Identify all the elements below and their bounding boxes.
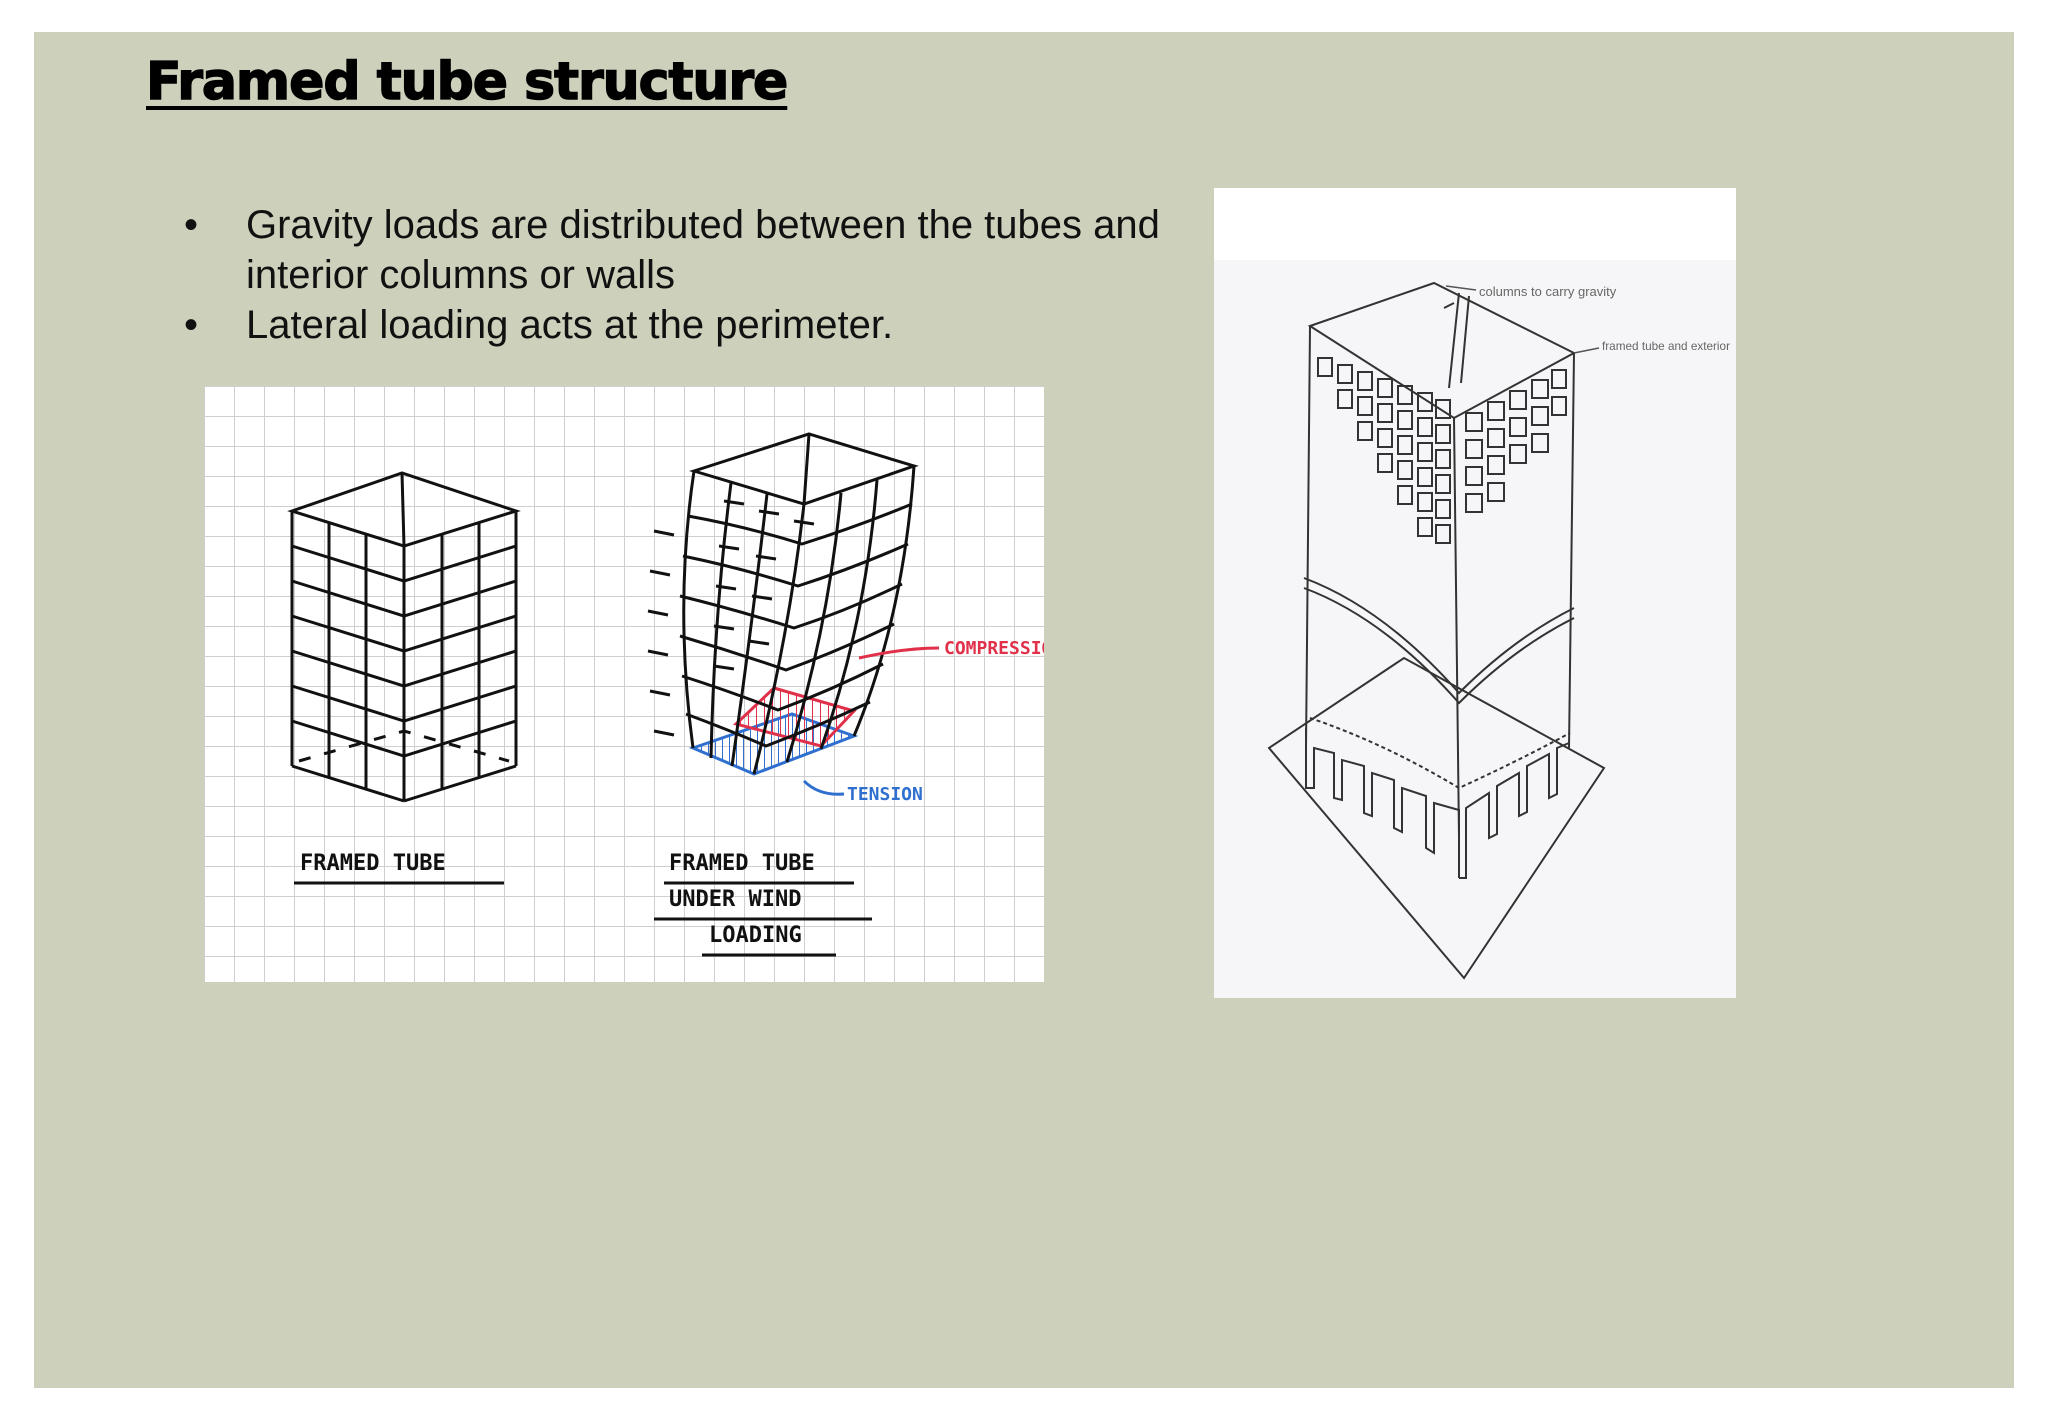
framed-tube-drawing	[287, 471, 521, 803]
bullet-text: Gravity loads are distributed between th…	[246, 203, 1160, 297]
bullet-marker: •	[184, 203, 199, 247]
framed-tube-sketch: COMPRESSION TENSION FRAMED TUBE FRAMED T…	[204, 386, 1044, 982]
slide: Framed tube structure • Gravity loads ar…	[34, 32, 2014, 1388]
tension-label: TENSION	[847, 784, 923, 805]
compression-label: COMPRESSION	[944, 638, 1044, 659]
bullet-text: Lateral loading acts at the perimeter.	[246, 303, 894, 347]
bullet-item: • Gravity loads are distributed between …	[184, 200, 1244, 300]
framed-tube-perspective-figure: columns to carry gravity framed tube and…	[1214, 188, 1736, 998]
bullet-marker: •	[184, 303, 199, 347]
framed-tube-sketch-figure: COMPRESSION TENSION FRAMED TUBE FRAMED T…	[204, 386, 1044, 982]
annotation-columns: columns to carry gravity	[1479, 284, 1617, 299]
bullet-list: • Gravity loads are distributed between …	[184, 200, 1244, 350]
framed-tube-label: FRAMED TUBE	[300, 851, 446, 876]
bullet-item: • Lateral loading acts at the perimeter.	[184, 300, 1244, 350]
slide-title: Framed tube structure	[145, 51, 789, 113]
wind-label-line1: FRAMED TUBE	[669, 851, 815, 876]
framed-tube-wind-drawing	[647, 432, 940, 796]
wind-label-line3: LOADING	[709, 923, 802, 948]
framed-tube-perspective-sketch: columns to carry gravity framed tube and…	[1214, 188, 1736, 998]
annotation-framed-tube: framed tube and exterior	[1602, 339, 1730, 353]
wind-label-line2: UNDER WIND	[669, 887, 801, 912]
